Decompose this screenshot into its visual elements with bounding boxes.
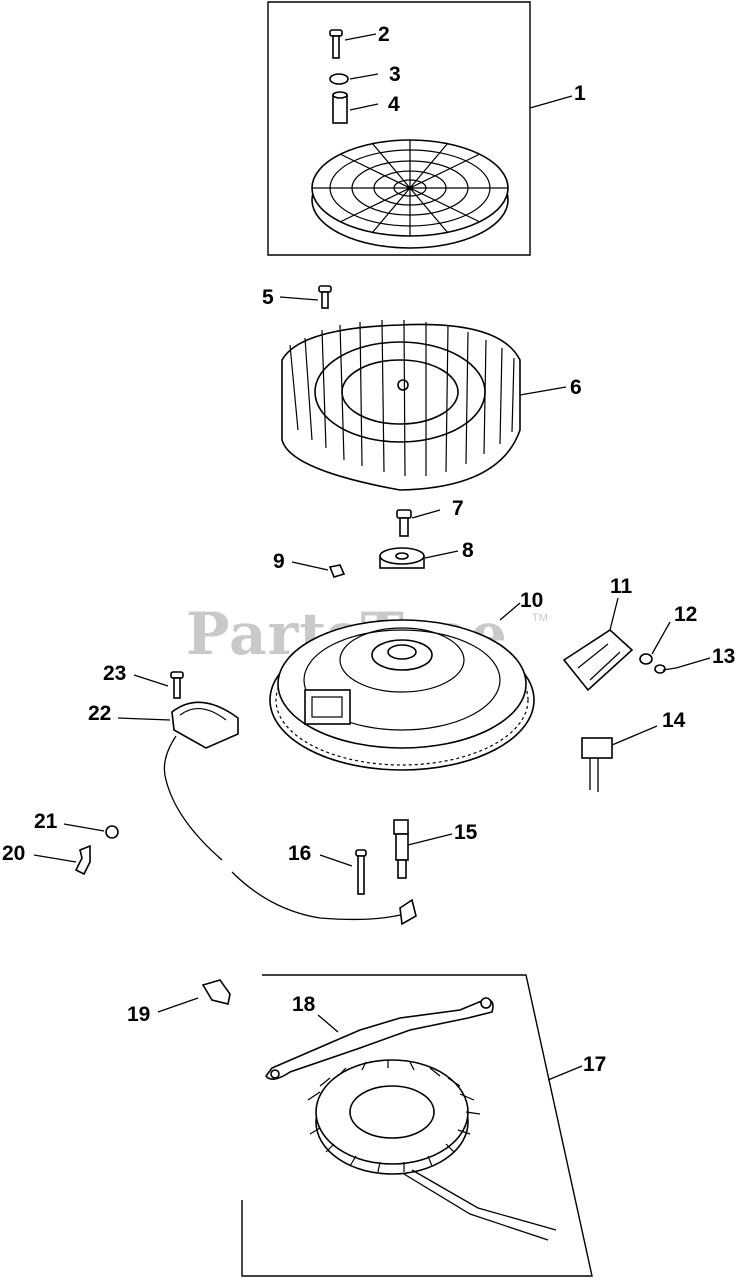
part-connector-14 — [581, 737, 613, 792]
part-flywheel-10 — [269, 619, 535, 771]
callout-3: 3 — [389, 63, 401, 86]
callout-14: 14 — [662, 709, 686, 732]
part-bolt-2 — [329, 29, 343, 59]
callout-5: 5 — [262, 286, 274, 309]
part-ignition-module-22 — [163, 701, 417, 926]
callout-6: 6 — [570, 376, 582, 399]
part-bracket-18 — [264, 997, 494, 1080]
callout-10: 10 — [520, 589, 543, 612]
part-nut-21 — [105, 825, 119, 839]
callout-11: 11 — [610, 575, 633, 598]
callout-12: 12 — [674, 603, 697, 626]
part-washer-3 — [329, 73, 349, 85]
callout-21: 21 — [34, 810, 58, 833]
part-screen-1 — [311, 139, 509, 249]
callout-19: 19 — [127, 1003, 150, 1026]
callout-7: 7 — [452, 497, 464, 520]
assembly-box-1 — [267, 1, 531, 256]
part-clip-20 — [74, 844, 91, 876]
callout-17: 17 — [583, 1053, 606, 1076]
part-bracket-19 — [201, 979, 231, 1005]
part-fan-6 — [281, 285, 521, 491]
part-washer-8 — [379, 547, 425, 569]
assembly-box-17 — [241, 974, 593, 1277]
part-washer-12 — [639, 653, 653, 665]
callout-4: 4 — [388, 93, 400, 116]
part-stator-17 — [307, 1059, 557, 1241]
part-rectifier-11 — [562, 628, 634, 692]
callout-8: 8 — [462, 539, 474, 562]
callout-2: 2 — [378, 23, 390, 46]
trademark-symbol: TM — [532, 612, 548, 624]
part-bolt-16 — [355, 849, 367, 895]
callout-23: 23 — [103, 662, 126, 685]
part-screw-23 — [170, 671, 184, 699]
callout-1: 1 — [574, 82, 586, 105]
callout-16: 16 — [288, 842, 311, 865]
part-bolt-7 — [396, 509, 412, 537]
callout-9: 9 — [273, 550, 285, 573]
callout-15: 15 — [454, 821, 478, 844]
callout-18: 18 — [292, 993, 316, 1016]
part-spark-plug-15 — [393, 819, 409, 879]
leader-lines — [33, 33, 711, 1081]
part-spacer-4 — [332, 91, 348, 124]
part-key-9 — [328, 564, 346, 578]
callout-20: 20 — [2, 842, 25, 865]
callout-13: 13 — [712, 645, 735, 668]
part-screw-13 — [654, 664, 677, 674]
callout-22: 22 — [88, 702, 111, 725]
